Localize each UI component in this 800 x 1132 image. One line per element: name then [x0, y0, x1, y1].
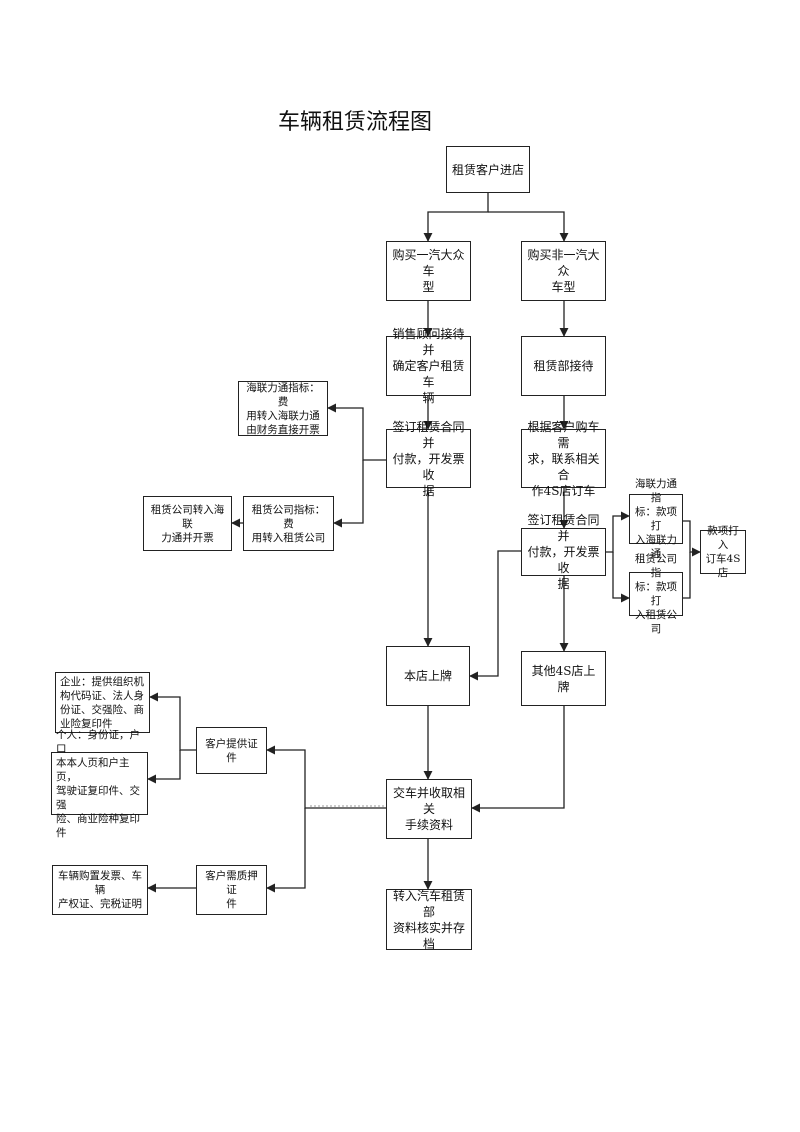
node-sign-contract-left: 签订租赁合同并 付款，开发票收 据	[386, 420, 471, 498]
node-enterprise-docs: 企业：提供组织机 构代码证、法人身 份证、交强险、商 业险复印件	[55, 672, 150, 733]
connector-n18-n17	[149, 692, 196, 751]
connector-n1-n2	[423, 193, 489, 242]
connector-n7-n6	[327, 403, 386, 461]
node-customer-provides-docs: 客户提供证件	[196, 727, 267, 774]
node-other-4s-registration: 其他4S店上 牌	[521, 651, 606, 706]
connector-n11-n13	[683, 520, 701, 557]
node-order-from-4s: 根据客户购车需 求，联系相关合 作4S店订车	[521, 420, 606, 498]
node-buy-faw-vw: 购买一汽大众车 型	[386, 241, 471, 301]
node-individual-docs: 个人：身份证，户口 本本人页和户主页， 驾驶证复印件、交强 险、商业险种复印件	[51, 729, 148, 839]
connector-n12-n14	[612, 552, 630, 603]
connector-n12-n15	[469, 550, 521, 681]
node-hailian-payment: 海联力通指 标：款项打 入海联力通	[629, 478, 683, 560]
connector-n16-n20	[471, 706, 565, 813]
node-delivery-and-docs: 交车并收取相关 手续资料	[386, 779, 472, 839]
page-title: 车辆租赁流程图	[278, 110, 433, 135]
node-rental-to-hailian-invoice: 租赁公司转入海联 力通并开票	[143, 496, 232, 551]
node-rental-company-payment: 租赁公司指 标：款项打 入租赁公司	[629, 553, 683, 635]
connector-n1-n3	[488, 211, 569, 242]
node-rental-company-quota: 租赁公司指标：费 用转入租赁公司	[243, 496, 334, 551]
connector-n20-n22	[266, 808, 306, 893]
node-sales-reception: 销售顾问接待并 确定客户租赁车 辆	[386, 327, 471, 405]
node-rental-dept-reception: 租赁部接待	[521, 336, 606, 396]
node-archive: 转入汽车租赁部 资料核实并存档	[386, 889, 472, 951]
node-pledge-docs: 客户需质押证 件	[196, 865, 267, 915]
connector-n18-n19	[147, 750, 181, 784]
node-customer-arrives: 租赁客户进店	[446, 146, 530, 193]
connector-n20-n18	[266, 745, 386, 809]
node-hailian-quota: 海联力通指标：费 用转入海联力通 由财务直接开票	[238, 381, 328, 436]
connector-n12-n11	[606, 511, 630, 553]
connector-n7-n10	[333, 460, 364, 528]
connector-n14-n13	[683, 552, 691, 599]
node-vehicle-docs: 车辆购置发票、车辆 产权证、完税证明	[52, 865, 148, 915]
node-local-registration: 本店上牌	[386, 646, 470, 706]
node-buy-non-faw-vw: 购买非一汽大众 车型	[521, 241, 606, 301]
node-pay-to-4s: 款项打入 订车4S 店	[700, 525, 746, 579]
node-sign-contract-right: 签订租赁合同并 付款，开发票收 据	[521, 513, 606, 591]
